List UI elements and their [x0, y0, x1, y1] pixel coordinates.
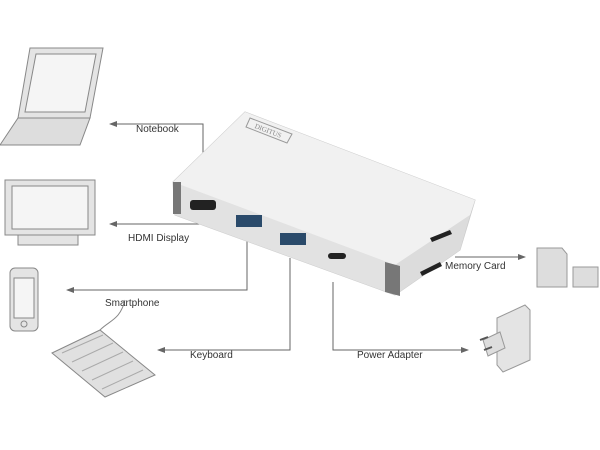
- label-power-adapter: Power Adapter: [357, 350, 423, 361]
- label-keyboard: Keyboard: [190, 350, 233, 361]
- line-smartphone: [66, 237, 248, 293]
- memory-card-icon: [536, 247, 599, 288]
- usb-hub: DIGITUS: [172, 111, 476, 296]
- line-keyboard: [157, 258, 291, 353]
- label-hdmi-display: HDMI Display: [128, 233, 190, 244]
- smartphone-icon: [9, 267, 39, 332]
- micro-sd-slot: [420, 262, 442, 276]
- sd-slot: [430, 230, 452, 242]
- notebook-icon: [0, 47, 104, 146]
- hdmi-port: [190, 200, 216, 210]
- usb-c-port: [328, 253, 346, 259]
- keyboard-icon: [51, 299, 156, 398]
- brand-logo-frame: [245, 117, 293, 144]
- label-memory-card: Memory Card: [445, 261, 506, 272]
- line-power: [332, 282, 469, 353]
- label-smartphone: Smartphone: [105, 298, 160, 309]
- label-notebook: Notebook: [136, 124, 179, 135]
- usb-port-2: [280, 233, 306, 245]
- monitor-icon: [4, 179, 96, 246]
- line-notebook: [109, 121, 204, 165]
- usb-port-1: [236, 215, 262, 227]
- power-adapter-icon: [479, 304, 531, 373]
